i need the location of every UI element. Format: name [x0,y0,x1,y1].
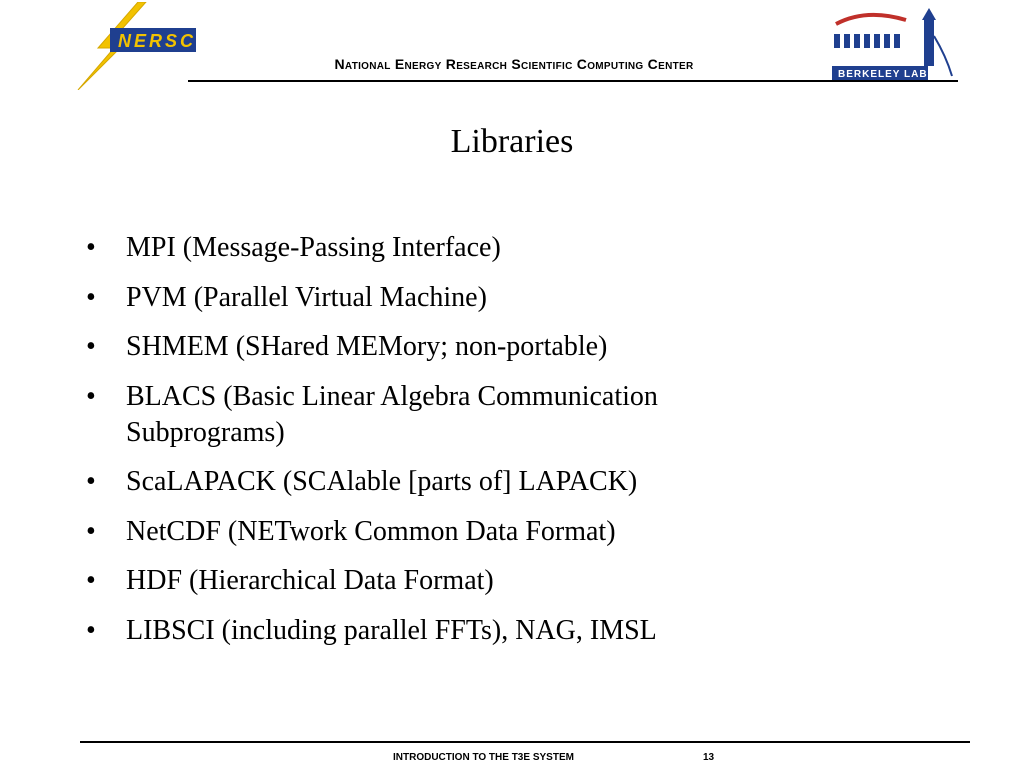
campanile-tower-icon [922,8,936,66]
bullet-icon: • [86,515,96,547]
bullet-text: SHMEM (SHared MEMory; non-portable) [126,331,608,362]
bullet-text: MPI (Message-Passing Interface) [126,232,501,263]
berkeley-lab-logo: BERKELEY LAB [832,8,953,80]
slide-title: Libraries [450,123,574,160]
bullet-item: • PVM (Parallel Virtual Machine) [86,280,806,316]
footer-text: INTRODUCTION TO THE T3E SYSTEM [393,752,574,763]
bullet-icon: • [86,331,96,362]
arc-icon [835,12,907,26]
berkeley-lab-logo-text: BERKELEY LAB [838,69,928,80]
bullet-list: • MPI (Message-Passing Interface) • PVM (P… [86,230,806,662]
nersc-logo-text: NERSC [118,31,196,51]
header-title: National Energy Research Scientific Comp… [0,56,1024,72]
bullet-icon: • [86,565,96,596]
bullet-icon: • [86,281,96,313]
bullet-icon: • [86,380,96,412]
nersc-logo: NERSC [77,2,196,90]
bullet-item: • ScaLAPACK (SCAlable [parts of] LAPACK) [86,464,806,500]
building-icon [834,34,900,48]
header-rule [188,80,958,82]
bullet-text: PVM (Parallel Virtual Machine) [126,281,487,313]
bullet-icon: • [86,232,96,263]
bullet-text: LIBSCI (including parallel FFTs), NAG, I… [126,614,657,646]
bullet-item: • LIBSCI (including parallel FFTs), NAG, … [86,613,806,649]
page-number: 13 [703,752,715,763]
bullet-item: • BLACS (Basic Linear Algebra Communicati… [86,379,806,451]
bullet-item: • SHMEM (SHared MEMory; non-portable) [86,329,806,365]
bullet-item: • HDF (Hierarchical Data Format) [86,563,806,599]
header-title-text: National Energy Research Scientific Comp… [334,56,694,72]
bullet-item: • MPI (Message-Passing Interface) [86,230,806,266]
bullet-item: • NetCDF (NETwork Common Data Format) [86,514,806,550]
bullet-text: NetCDF (NETwork Common Data Format) [126,515,616,547]
bullet-icon: • [86,466,96,497]
bullet-text: HDF (Hierarchical Data Format) [126,565,494,596]
bullet-text: ScaLAPACK (SCAlable [parts of] LAPACK) [126,466,638,497]
bullet-icon: • [86,614,96,646]
footer-rule [80,741,970,743]
bullet-text: BLACS (Basic Linear Algebra Communicatio… [126,380,658,448]
